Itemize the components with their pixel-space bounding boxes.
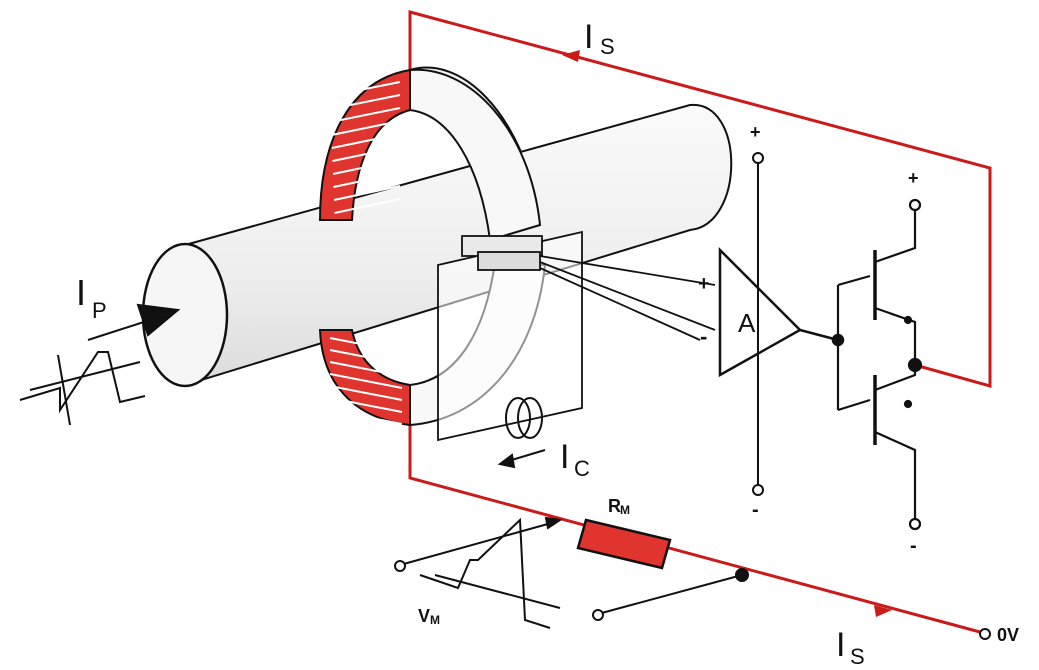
winding-turn [332,159,401,175]
resistor-rm [576,518,672,570]
hall-chip-bottom [477,251,541,271]
labels: I S I P I C A + - + - + - R M V M I S 0V [76,18,1019,669]
output-stage [836,198,923,531]
zero-v-terminal [979,628,991,640]
primary-conductor [141,103,733,388]
winding-turn [329,361,403,377]
label-supply2-plus: + [908,168,919,188]
amplifier-triangle [718,246,803,378]
label-supply1-plus: + [750,122,761,142]
winding-turn [329,337,403,353]
ip-waveform [19,351,146,414]
winding-turn [331,133,401,149]
primary-input [19,303,181,426]
secondary-current-loop [408,10,992,634]
winding-turn [331,120,401,136]
winding-turn [329,397,403,413]
current-source-icon [497,397,546,469]
loop-bottom-wire [408,420,981,634]
label-vm-sub: M [430,613,440,627]
winding-turn [329,81,401,97]
label-is-top-sub: S [600,34,615,59]
label-is-top: I [584,18,593,56]
label-ip-sub: P [92,298,107,323]
vm-waveform [419,517,551,629]
winding-turn [329,385,403,401]
loop-top-wire [408,10,992,388]
winding-upper [318,68,411,221]
conductor-body [184,103,733,387]
winding-turn [330,107,401,123]
is-top-arrow [562,50,580,62]
label-amp-minus: - [700,324,707,349]
label-ip: I [76,272,86,313]
core-upper-front [409,68,542,242]
winding-turn [329,349,403,365]
label-is-bottom: I [836,626,845,664]
label-is-bottom-sub: S [850,644,865,669]
label-ic: I [560,438,569,476]
ip-arrow-head [136,303,181,337]
label-zero-v: 0V [997,625,1019,645]
winding-turn [329,409,403,425]
winding-turn [332,146,401,162]
label-amp-plus: + [698,273,710,295]
hall-element [437,230,716,442]
label-rm: R [608,496,621,516]
label-supply2-minus: - [910,535,917,557]
is-bottom-arrow [874,605,892,617]
winding-turn [333,185,401,201]
ip-arrow-line [87,319,151,341]
label-vm: V [418,606,430,626]
label-amp: A [738,308,756,338]
label-supply1-minus: - [752,499,759,521]
label-ic-sub: C [574,456,590,481]
winding-turn [334,198,401,214]
winding-turn [330,94,401,110]
measurement-output [394,516,991,640]
loop-arrows [562,50,892,617]
amplifier [718,246,845,378]
label-rm-sub: M [620,503,630,517]
winding-turn [333,172,401,188]
winding-turn [329,373,403,389]
supply-rail-1 [752,152,764,496]
